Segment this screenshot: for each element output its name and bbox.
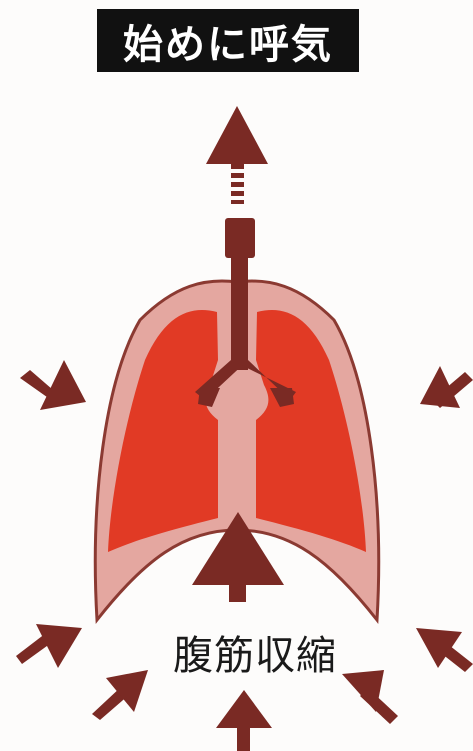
- right-upper-inward-arrow-icon: [420, 366, 473, 408]
- caption-text: 腹筋収縮: [173, 623, 337, 681]
- exhale-up-arrow-icon: [206, 106, 268, 204]
- caption-label: 腹筋収縮: [150, 624, 360, 680]
- left-lower-inward-arrow-icon: [16, 624, 82, 668]
- right-lower-inward-arrow-icon: [416, 628, 473, 672]
- left-upper-inward-arrow-icon: [20, 360, 86, 410]
- bottom-left-inward-arrow-icon: [92, 670, 148, 720]
- bottom-center-up-arrow-icon: [216, 690, 272, 751]
